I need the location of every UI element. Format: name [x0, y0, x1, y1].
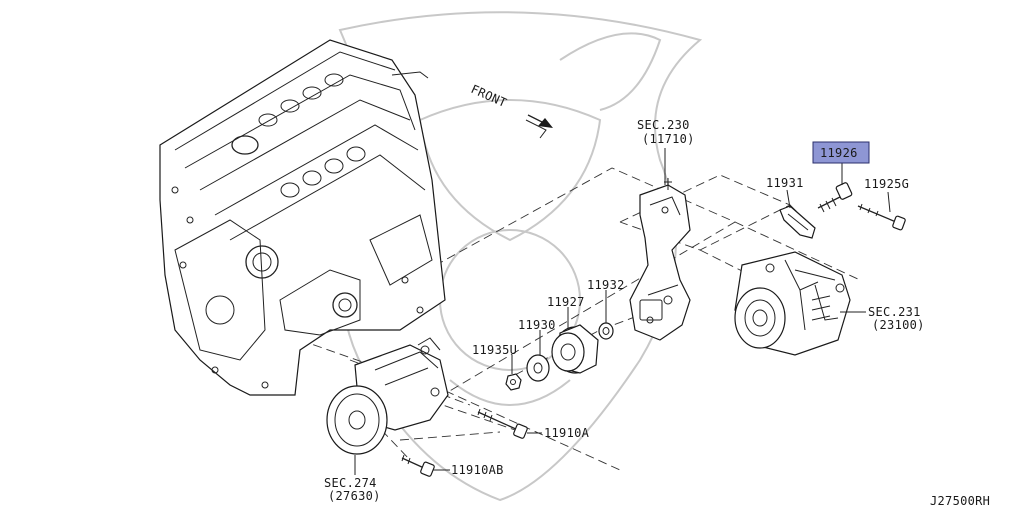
- slider-bracket-icon: [779, 205, 816, 239]
- long-bolt-icon: [477, 408, 528, 439]
- engine-block-icon: [159, 39, 446, 396]
- alternator-icon: [734, 251, 851, 356]
- nut-icon: [505, 373, 522, 391]
- callout-sec274-line1[interactable]: SEC.274: [324, 476, 377, 490]
- leader-lines: [354, 148, 891, 475]
- callout-11910a[interactable]: 11910A: [544, 426, 590, 440]
- callout-11932[interactable]: 11932: [587, 278, 625, 292]
- idler-pulley-icon: [551, 324, 599, 374]
- alternator-bracket-icon: [629, 178, 691, 341]
- callout-11930[interactable]: 11930: [518, 318, 556, 332]
- washer-icon: [526, 354, 550, 382]
- callout-11927[interactable]: 11927: [547, 295, 585, 309]
- callout-11910ab[interactable]: 11910AB: [451, 463, 504, 477]
- callout-sec231-line2[interactable]: (23100): [872, 318, 925, 332]
- callout-sec230-line2[interactable]: (11710): [642, 132, 695, 146]
- callout-11935u[interactable]: 11935U: [472, 343, 517, 357]
- callout-sec231-line1[interactable]: SEC.231: [868, 305, 921, 319]
- adjusting-bolt-icon: [817, 182, 853, 213]
- bolt-icon: [857, 203, 906, 231]
- spacer-icon: [598, 322, 614, 340]
- callout-11925g[interactable]: 11925G: [864, 177, 909, 191]
- ac-compressor-icon: [326, 337, 449, 455]
- short-bolt-icon: [401, 454, 435, 477]
- callout-11926[interactable]: 11926: [820, 146, 858, 160]
- callout-sec274-line2[interactable]: (27630): [328, 489, 381, 503]
- front-label: FRONT: [469, 82, 509, 110]
- front-arrow-icon: [525, 114, 553, 139]
- callout-sec230-line1[interactable]: SEC.230: [637, 118, 690, 132]
- drawing-code: J27500RH: [930, 494, 990, 508]
- callout-11931[interactable]: 11931: [766, 176, 804, 190]
- highlighted-part-box[interactable]: [812, 141, 870, 164]
